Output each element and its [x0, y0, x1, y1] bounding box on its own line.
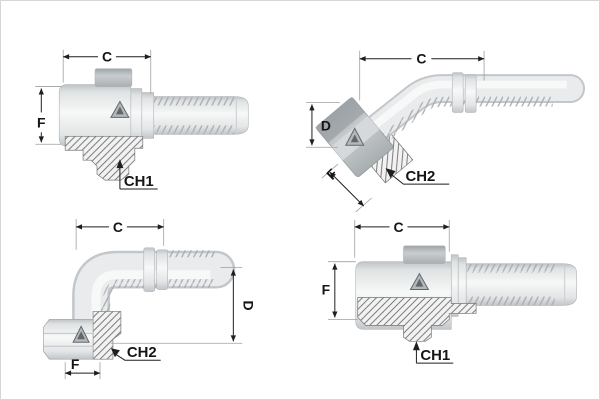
- leader-line: [389, 172, 450, 185]
- brand-triangle-logo-icon: [110, 100, 130, 118]
- dim-label-d: D: [240, 300, 256, 310]
- hose-tail-serration: [152, 125, 235, 135]
- fitting-elbow45-top-right: C D F CH2: [305, 51, 586, 213]
- dim-label-c: C: [416, 51, 426, 67]
- dim-label-ch2: CH2: [405, 168, 435, 185]
- hose-tail: [150, 96, 249, 135]
- hose-tail: [465, 263, 577, 306]
- collar: [464, 74, 477, 113]
- brand-triangle-logo-icon: [72, 325, 90, 343]
- brand-triangle-logo-icon: [409, 272, 430, 291]
- dim-line-f: [329, 171, 365, 207]
- tube-body: [74, 253, 233, 344]
- hose-tail-serration: [467, 263, 555, 273]
- tube-highlight: [91, 270, 211, 326]
- brand-triangle-logo-icon: [344, 127, 365, 146]
- dim-label-f: F: [71, 356, 80, 372]
- collar: [141, 92, 155, 139]
- leader-line: [113, 352, 161, 361]
- fitting-straight-bottom-right: C F CH1: [322, 219, 577, 364]
- dim-label-c: C: [393, 219, 403, 235]
- tube-highlight: [361, 80, 567, 138]
- leader-arrow-icon: [385, 168, 396, 179]
- dim-label-c: C: [113, 219, 123, 235]
- hose-tail-serration: [467, 296, 555, 306]
- extension-line: [321, 163, 339, 179]
- dim-label-ch1: CH1: [124, 173, 154, 190]
- wrench-boss: [94, 68, 133, 87]
- hex-nut-section: [64, 135, 144, 181]
- dim-label-d: D: [321, 117, 331, 133]
- dim-label-c: C: [102, 49, 112, 65]
- dim-label-f: F: [322, 282, 331, 298]
- leader-arrow-icon: [412, 341, 420, 351]
- fitting-elbow90-bottom-left: C D CH2 F: [42, 219, 256, 380]
- thread-section: [357, 297, 477, 342]
- wrench-boss: [403, 245, 446, 264]
- dim-label-ch2: CH2: [127, 344, 157, 361]
- collar: [143, 247, 156, 292]
- collar: [451, 72, 464, 113]
- hose-tail-serration: [152, 96, 235, 106]
- fitting-straight-top-left: C F CH1: [35, 49, 249, 190]
- leader-arrow-icon: [116, 159, 124, 169]
- collar: [156, 249, 168, 290]
- tube-serration: [367, 96, 553, 154]
- dim-label-f: F: [37, 114, 46, 130]
- dim-label-ch1: CH1: [420, 347, 450, 364]
- leader-arrow-icon: [110, 348, 120, 358]
